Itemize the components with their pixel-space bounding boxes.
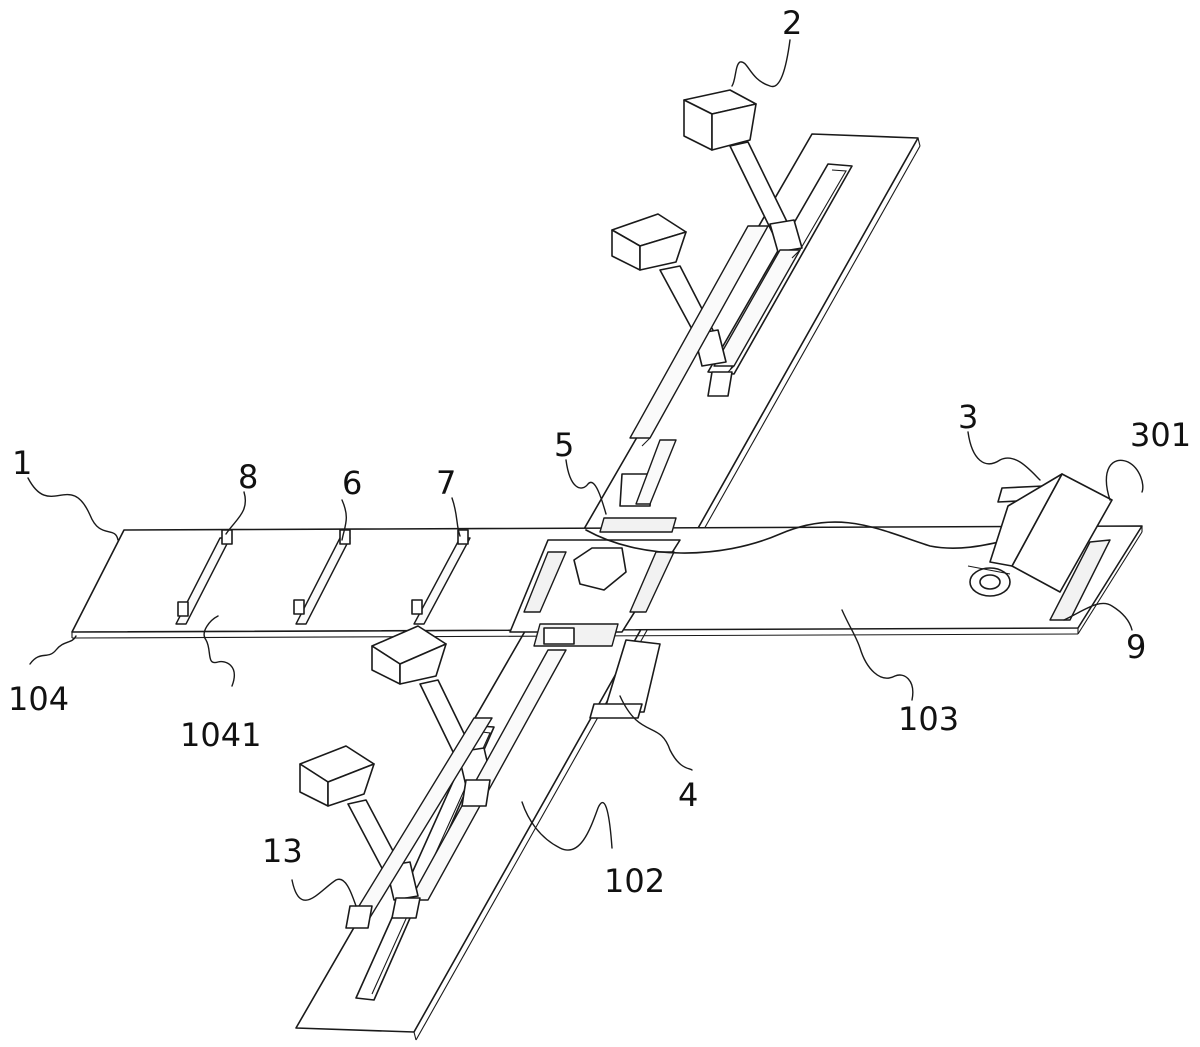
label-2: 2 <box>782 4 802 42</box>
label-1041: 1041 <box>180 716 261 754</box>
label-301: 301 <box>1130 416 1191 454</box>
motor-unit <box>967 473 1113 621</box>
label-6: 6 <box>342 464 362 502</box>
label-5: 5 <box>554 426 574 464</box>
label-104: 104 <box>8 680 69 718</box>
bracket-4 <box>589 639 661 719</box>
cable <box>585 521 1009 554</box>
rail-8 <box>175 529 233 625</box>
label-8: 8 <box>238 458 258 496</box>
actuator-top-right <box>683 89 803 375</box>
label-3: 3 <box>958 398 978 436</box>
label-103: 103 <box>898 700 959 738</box>
rail-7 <box>411 529 471 625</box>
reference-numerals: 1 2 3 301 4 5 6 7 8 9 13 102 103 104 104… <box>8 4 1191 900</box>
label-1: 1 <box>12 444 32 482</box>
label-13: 13 <box>262 832 303 870</box>
actuator-top-left <box>611 213 769 447</box>
label-9: 9 <box>1126 628 1146 666</box>
actuator-bottom-lower <box>299 717 493 929</box>
clamp-block-upper <box>619 439 677 507</box>
label-4: 4 <box>678 776 698 814</box>
actuator-bottom-upper <box>371 625 567 901</box>
center-clamp <box>523 517 677 647</box>
label-7: 7 <box>436 464 456 502</box>
label-102: 102 <box>604 862 665 900</box>
leader-lines <box>27 39 1144 907</box>
